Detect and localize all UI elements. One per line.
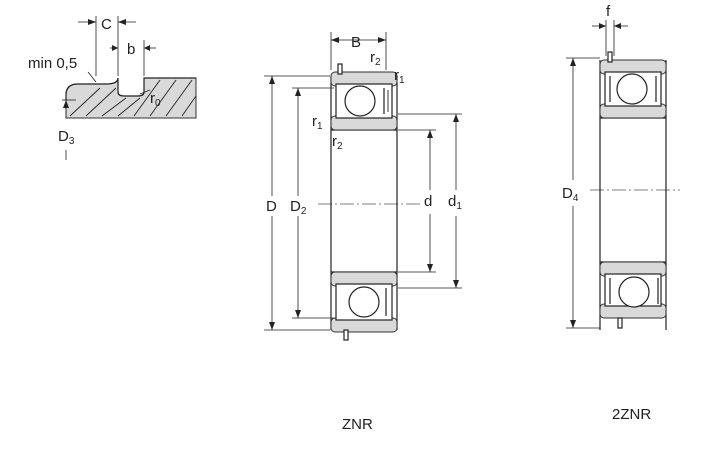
znr-top-ball: [344, 85, 376, 117]
znr-bore-arrow-top: [427, 130, 433, 138]
znr-label-r1-left: r1: [312, 113, 323, 132]
zznr-bottom-ball: [618, 276, 650, 308]
znr-d-outer-arrow-bottom: [269, 322, 275, 330]
b-arrow-left: [112, 45, 118, 51]
znr-label-r1-top: r1: [394, 67, 405, 86]
znr-label-bore-d: d: [424, 193, 432, 210]
c-arrow-right: [118, 19, 126, 25]
znr-d2-arrow-top: [295, 88, 301, 96]
zznr-top-ball: [616, 73, 648, 105]
znr-label-d2: D2: [290, 198, 307, 217]
znr-d1-arrow-bottom: [453, 280, 459, 288]
r0-leader: [139, 89, 151, 95]
znr-caption: ZNR: [342, 416, 373, 433]
znr-b-arrow-right: [378, 37, 386, 43]
label-d3: D3: [58, 128, 75, 147]
zznr-label-f: f: [606, 3, 611, 20]
znr-d2-arrow-bottom: [295, 310, 301, 318]
znr-b-arrow-left: [331, 37, 339, 43]
znr-bottom-snap-ring: [343, 329, 349, 341]
zznr-f-arrow-right: [614, 23, 621, 29]
znr-label-r2-left: r2: [332, 133, 343, 152]
c-arrow-left: [88, 19, 96, 25]
znr-bore-arrow-bottom: [427, 264, 433, 272]
zznr-d4-arrow-top: [570, 58, 576, 66]
znr-d-outer-arrow-top: [269, 76, 275, 84]
groove-profile: [65, 77, 196, 100]
d3-arrow: [63, 100, 69, 108]
znr-label-r2-top: r2: [370, 49, 381, 68]
znr-label-d-outer: D: [266, 198, 277, 215]
groove-hatch-lines: [69, 79, 197, 117]
label-b: b: [127, 41, 135, 58]
b-arrow-right: [144, 45, 150, 51]
label-r0: r0: [150, 90, 161, 109]
label-min-chamfer: min 0,5: [28, 55, 77, 72]
zznr-label-d4: D4: [562, 185, 579, 204]
zznr-caption: 2ZNR: [612, 406, 651, 423]
znr-label-d1: d1: [448, 193, 462, 212]
min-chamfer-leader: [87, 71, 97, 83]
znr-bottom-ball: [348, 286, 380, 318]
znr-label-b: B: [351, 34, 361, 51]
label-c: C: [101, 16, 112, 33]
zznr-bottom-snap-ring: [617, 317, 623, 329]
znr-d1-arrow-top: [453, 114, 459, 122]
zznr-bearing: f D4 2ZNR: [562, 3, 680, 423]
zznr-top-snap-ring: [607, 51, 613, 63]
znr-bearing: B r2 r1 r1 r2 D D2 d: [264, 32, 462, 433]
zznr-f-arrow-left: [599, 23, 606, 29]
znr-top-snap-ring: [337, 63, 343, 75]
groove-detail: C b min 0,5 r0 D3: [28, 16, 197, 160]
zznr-d4-arrow-bottom: [570, 320, 576, 328]
